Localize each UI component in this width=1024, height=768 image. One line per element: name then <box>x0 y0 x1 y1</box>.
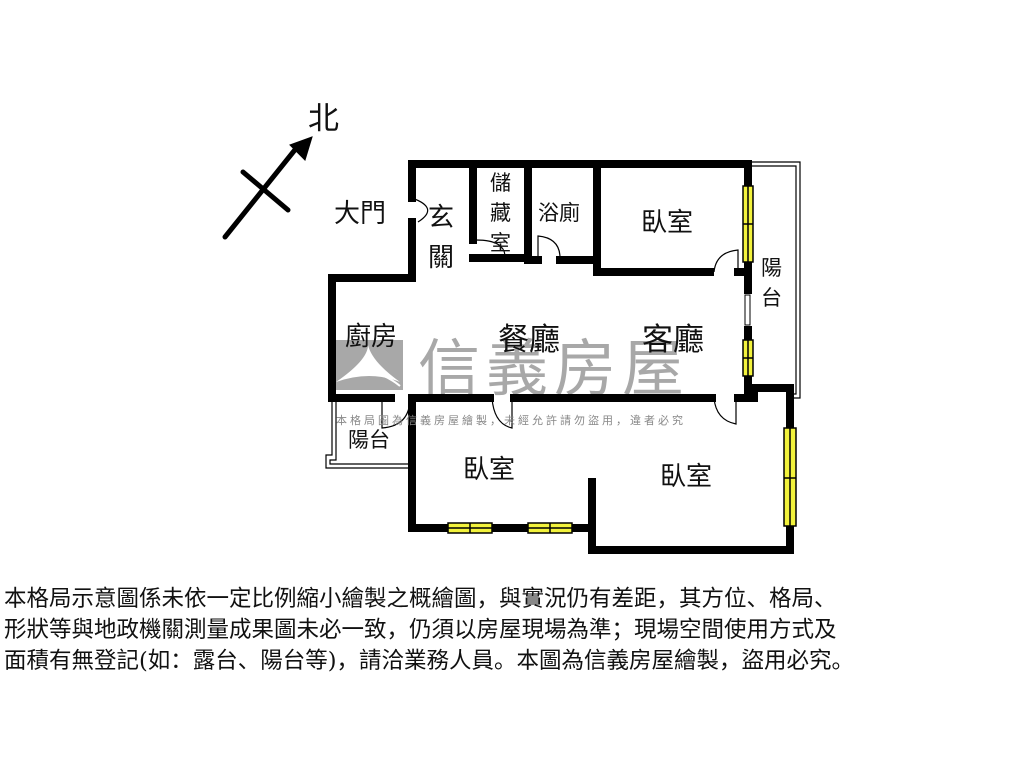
sliding-door-balcony <box>744 294 751 326</box>
storage-label-1: 儲 <box>490 171 511 195</box>
balcony-left-label: 陽台 <box>348 428 390 452</box>
watermark-notice: 本格局圖為信義房屋繪製，未經允許請勿盜用，違者必究 <box>336 413 686 427</box>
door-bathroom <box>537 235 561 259</box>
balcony-right-label-1: 陽 <box>761 256 782 280</box>
balcony-right-outline <box>752 161 801 399</box>
door-storage <box>475 239 506 259</box>
bedroom-bottom-right-label: 臥室 <box>660 462 712 492</box>
door-main <box>411 197 429 223</box>
disclaimer: 本格局示意圖係未依一定比例縮小繪製之概繪圖，與實況仍有差距，其方位、格局、 形狀… <box>4 584 1024 677</box>
living-room-label: 客廳 <box>642 322 704 358</box>
door-bedroom-top <box>713 249 739 273</box>
disclaimer-line: 面積有無登記(如：露台、陽台等)，請洽業務人員。本圖為信義房屋繪製，盜用必究。 <box>4 648 855 674</box>
door-bedroom-bottom-right <box>713 397 737 425</box>
disclaimer-line: 本格局示意圖係未依一定比例縮小繪製之概繪圖，與實況仍有差距，其方位、格局、 <box>4 586 837 612</box>
watermark-brand: 信義房屋 <box>418 332 690 405</box>
storage-label-3: 室 <box>490 231 511 255</box>
north-label: 北 <box>308 101 339 137</box>
foyer-label-1: 玄 <box>428 203 454 233</box>
windows <box>447 185 797 534</box>
main-door-label: 大門 <box>334 199 386 229</box>
bedroom-bottom-left-label: 臥室 <box>463 455 515 485</box>
kitchen-label: 廚房 <box>345 322 397 352</box>
storage-label-2: 藏 <box>490 201 511 225</box>
brand-logo-icon <box>333 340 403 390</box>
balcony-right-label-2: 台 <box>761 286 782 310</box>
walls <box>328 160 794 554</box>
bedroom-top-label: 臥室 <box>641 208 693 238</box>
disclaimer-line: 形狀等與地政機關測量成果圖未必一致，仍須以房屋現場為準；現場空間使用方式及 <box>4 617 837 643</box>
north-arrow-icon <box>222 136 313 240</box>
dining-room-label: 餐廳 <box>498 322 560 358</box>
balcony-left-outline <box>325 395 410 469</box>
foyer-label-2: 關 <box>428 243 454 273</box>
door-kitchen-balcony <box>381 397 411 429</box>
door-bedroom-bottom-left <box>491 397 513 429</box>
bathroom-label: 浴廁 <box>538 201 580 225</box>
doors <box>381 197 739 429</box>
floor-plan: 信義房屋 <box>222 101 801 554</box>
